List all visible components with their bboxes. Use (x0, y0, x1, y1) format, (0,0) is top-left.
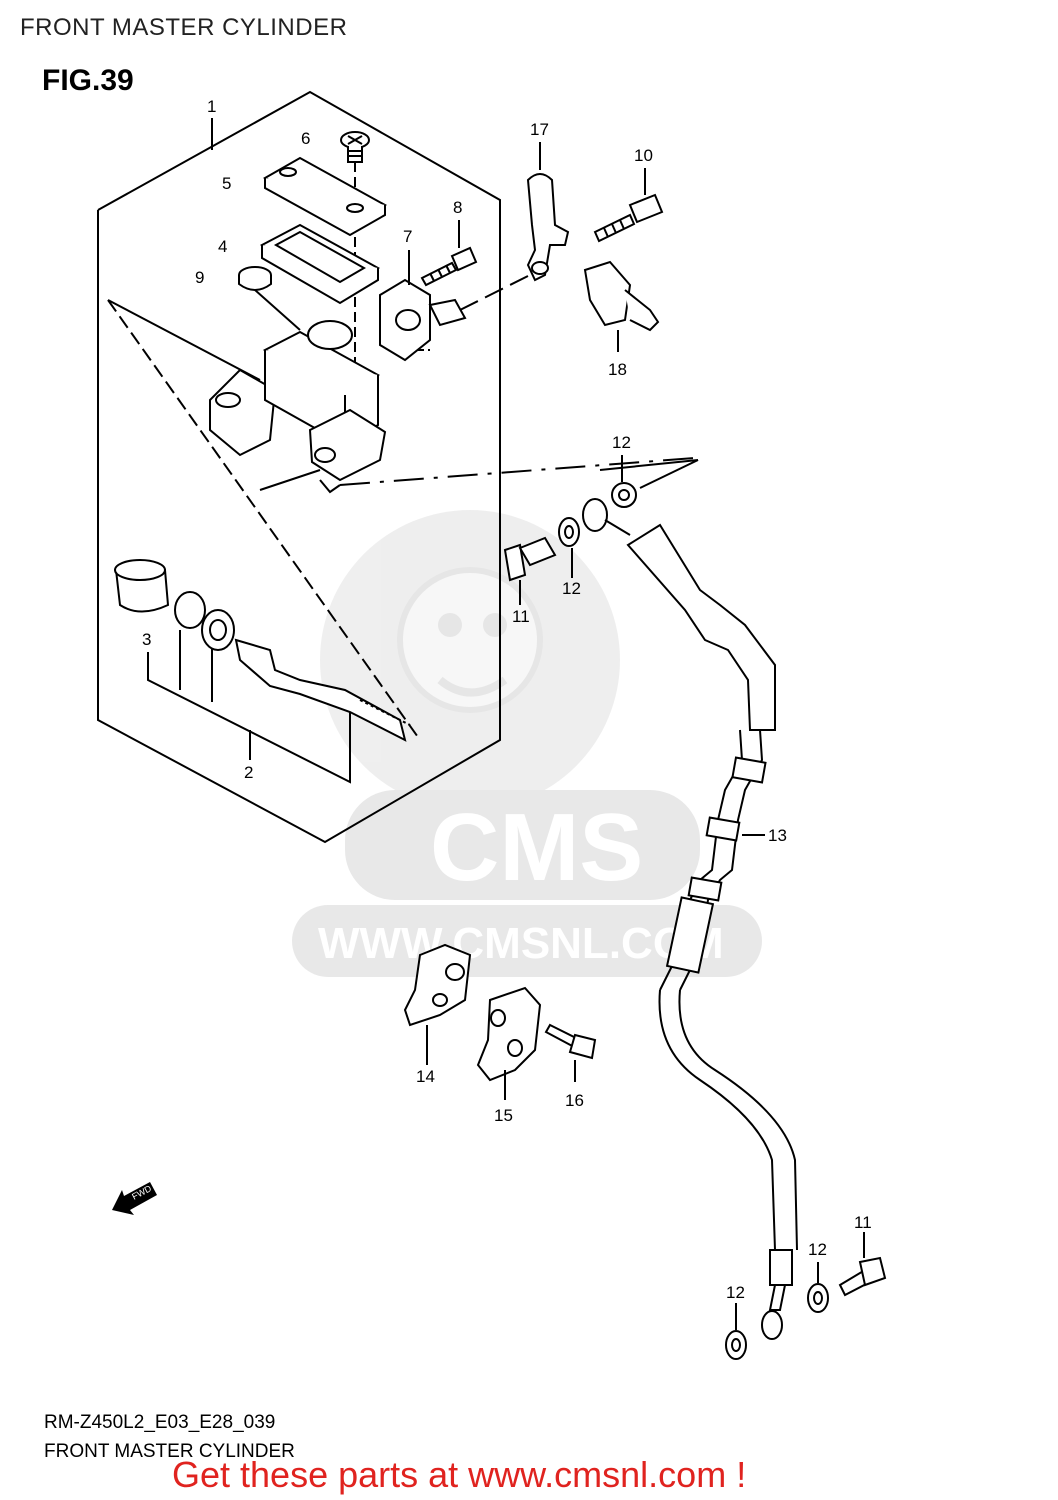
union-bolt-top (503, 536, 557, 605)
callout-15: 15 (494, 1106, 513, 1125)
callout-6: 6 (301, 129, 310, 148)
callout-12b: 12 (562, 579, 581, 598)
union-bolt-bottom (838, 1232, 887, 1297)
callout-16: 16 (565, 1091, 584, 1110)
callout-17: 17 (530, 120, 549, 139)
callout-5: 5 (222, 174, 231, 193)
callout-2: 2 (244, 763, 253, 782)
callout-10: 10 (634, 146, 653, 165)
piston-kit (114, 559, 411, 742)
callout-1: 1 (207, 97, 216, 116)
watermark: CMS WWW.CMSNL.COM (292, 510, 762, 977)
callout-11a: 11 (512, 607, 530, 626)
hose-clamp-14 (403, 943, 472, 1065)
callout-18: 18 (608, 360, 627, 379)
callout-4: 4 (218, 237, 227, 256)
callout-9: 9 (195, 268, 204, 287)
callout-12c: 12 (808, 1240, 827, 1259)
callout-14: 14 (416, 1067, 435, 1086)
clutch-switch (583, 260, 660, 352)
diaphragm (259, 223, 381, 305)
fwd-arrow-icon: FWD (112, 1182, 157, 1215)
callout-8: 8 (453, 198, 462, 217)
callout-12a: 12 (612, 433, 631, 452)
watermark-brand: CMS (430, 794, 643, 901)
diagram-code: RM-Z450L2_E03_E28_039 (44, 1412, 276, 1433)
reservoir-plate (238, 266, 301, 331)
callout-13: 13 (768, 826, 787, 845)
washers-bottom (725, 1262, 829, 1360)
figure-label: FIG.39 (42, 64, 134, 97)
callout-3: 3 (142, 630, 151, 649)
clutch-hose (582, 498, 798, 1340)
promo-link[interactable]: Get these parts at www.cmsnl.com ! (172, 1454, 747, 1495)
callout-12d: 12 (726, 1283, 745, 1302)
callout-11b: 11 (854, 1213, 872, 1232)
callouts: 1 2 3 4 5 6 7 8 9 10 11 11 12 12 12 12 1… (142, 97, 872, 1302)
bolt-16 (544, 1023, 597, 1082)
washers-top (558, 455, 637, 578)
reservoir-cap (262, 156, 388, 237)
hose-clamp-15 (476, 986, 542, 1100)
lever (526, 142, 570, 282)
bolt-10 (593, 168, 664, 243)
master-cylinder-body (209, 320, 387, 494)
lever-holder (379, 250, 467, 362)
diagram-name: FRONT MASTER CYLINDER (44, 1441, 295, 1462)
assembly-outline (97, 90, 699, 844)
watermark-url: WWW.CMSNL.COM (318, 919, 724, 968)
page-title: FRONT MASTER CYLINDER (20, 14, 348, 41)
bolt-8 (420, 220, 478, 287)
callout-7: 7 (403, 227, 412, 246)
